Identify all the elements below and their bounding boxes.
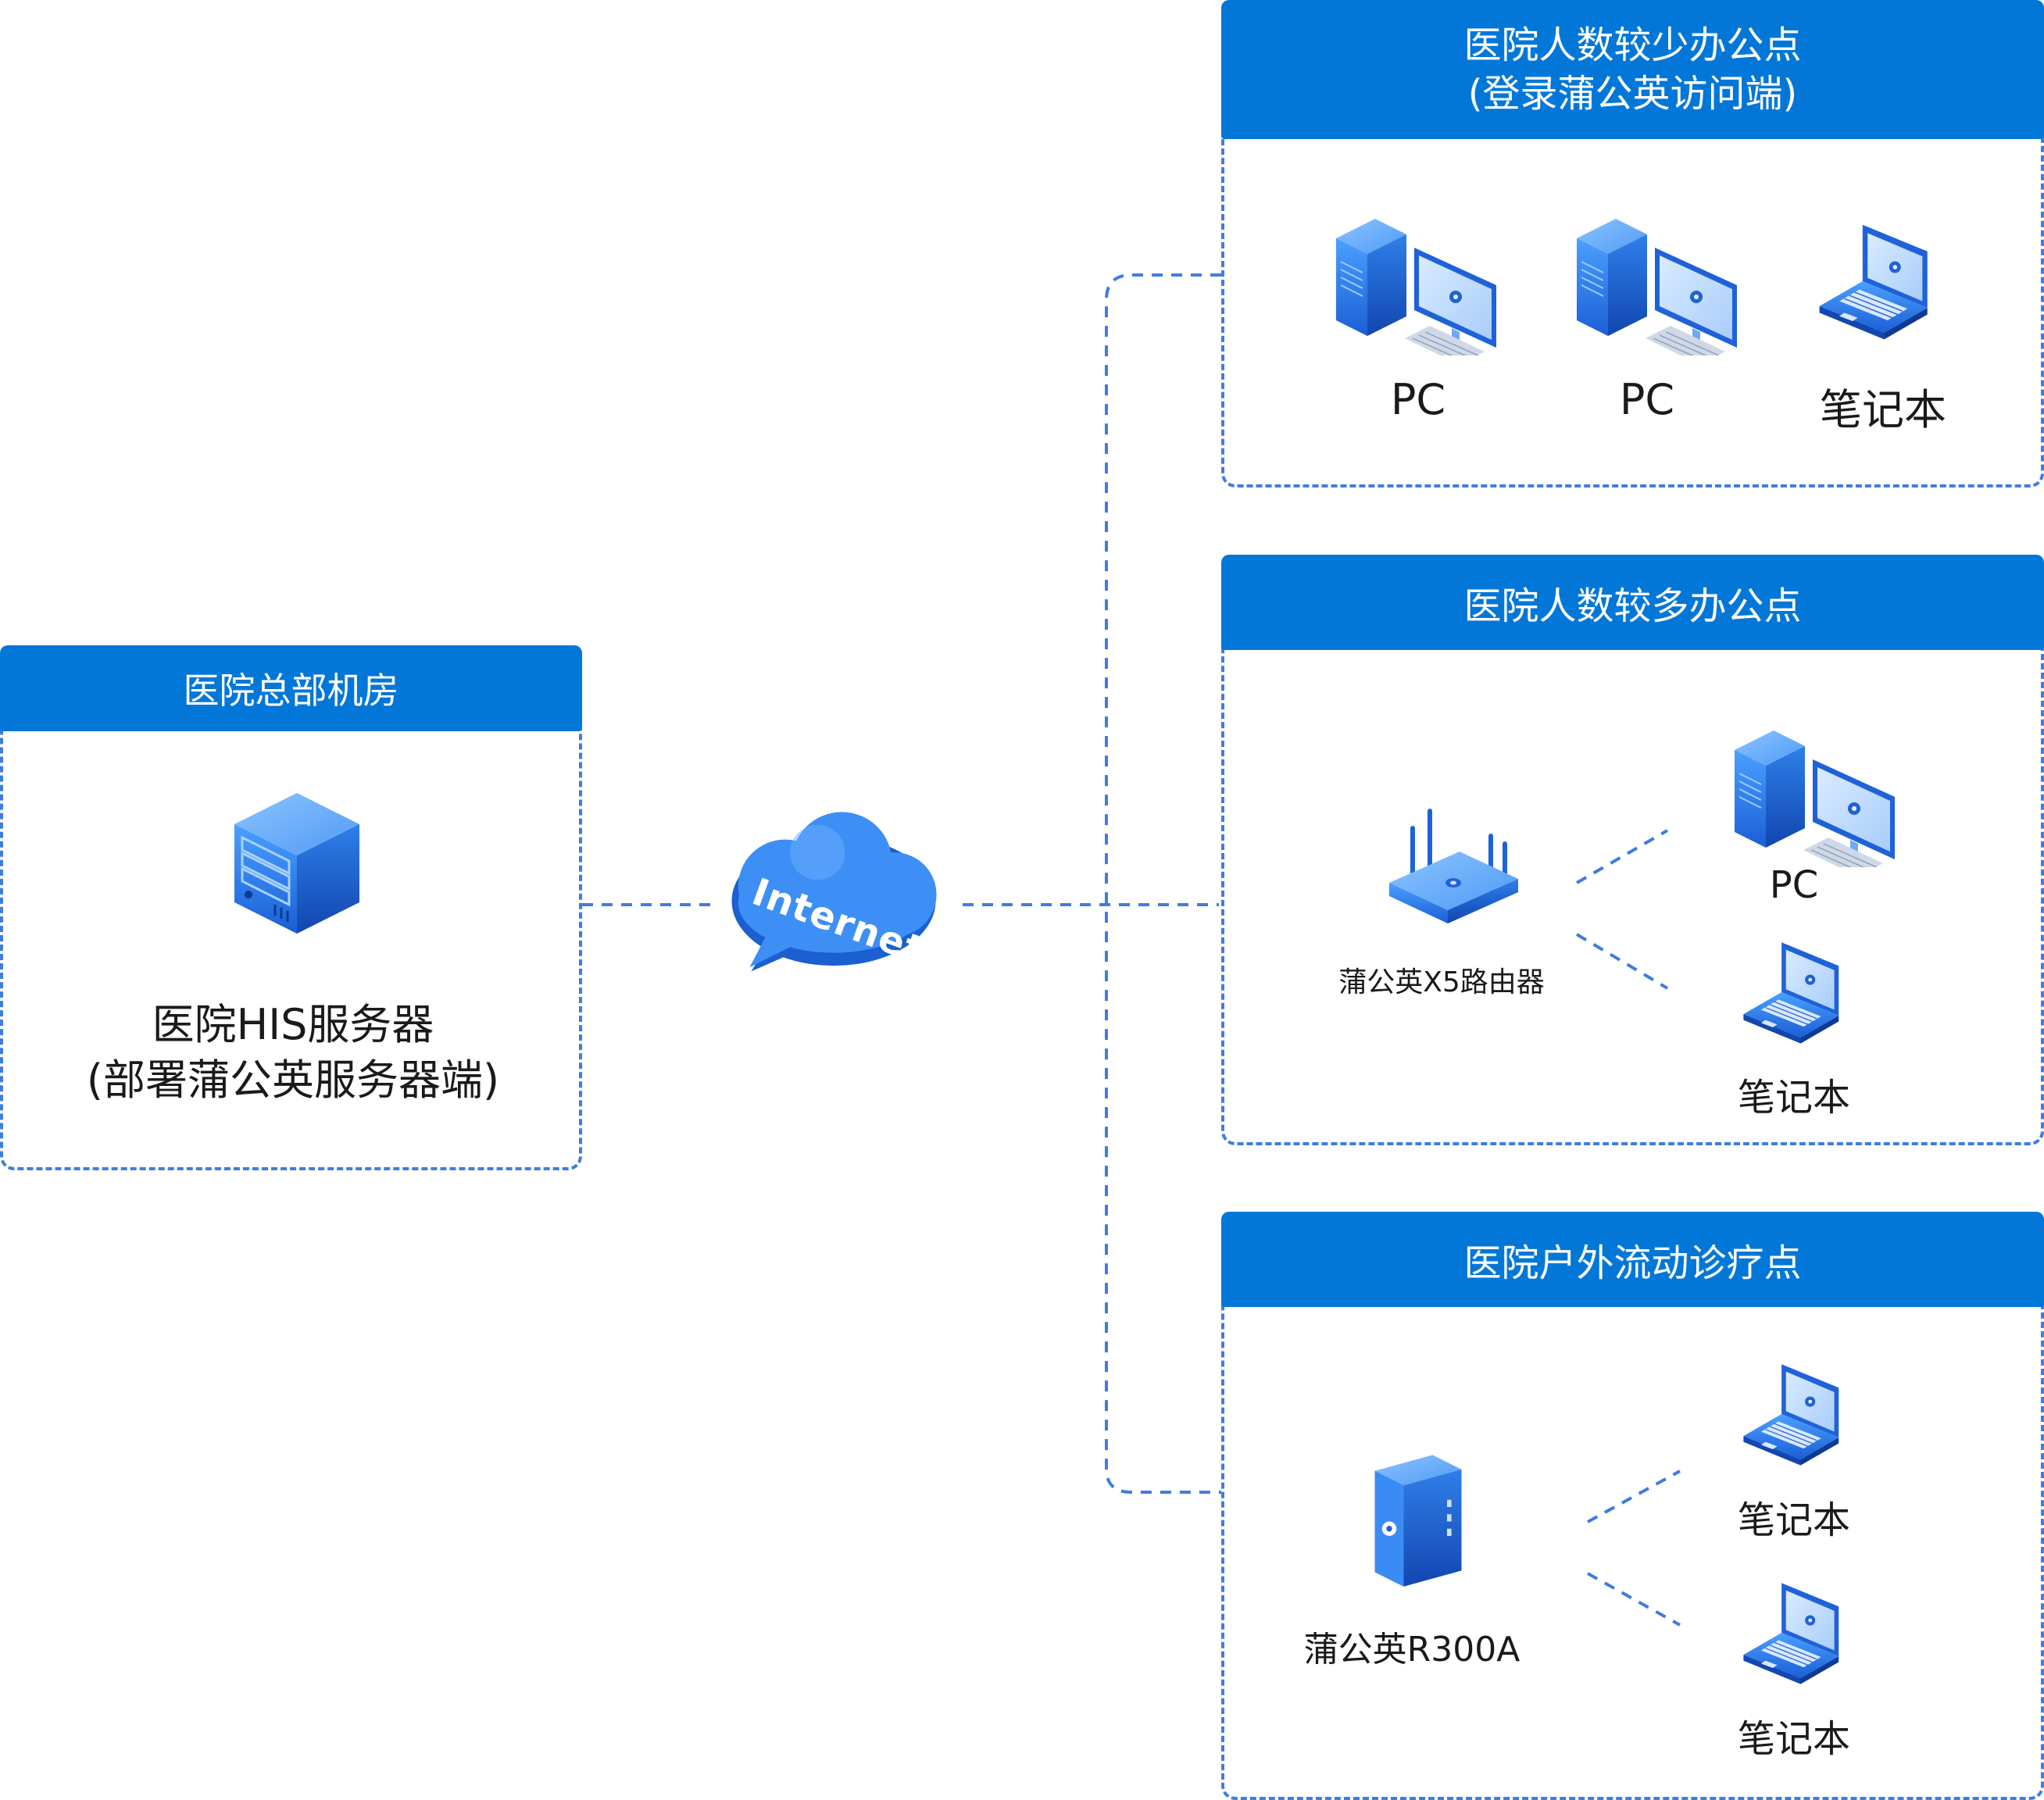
hq-title: 医院总部机房	[183, 670, 399, 712]
r300a-to-laptop2-line	[1587, 1572, 1681, 1627]
site-large-header: 医院人数较多办公点	[1221, 555, 2044, 650]
server-label-line1: 医院HIS服务器	[152, 1000, 434, 1049]
laptop-icon	[1736, 1574, 1853, 1691]
site-large-device-label: PC	[1769, 863, 1819, 907]
hq-panel: 医院总部机房	[0, 645, 582, 1170]
router-label: 蒲公英X5路由器	[1338, 966, 1545, 998]
site-small-device-label: PC	[1390, 375, 1446, 424]
site-small-title-line2: (登录蒲公英访问端)	[1467, 72, 1798, 116]
site-mobile-panel: 医院户外流动诊疗点	[1221, 1212, 2044, 1800]
r300a-label: 蒲公英R300A	[1303, 1630, 1520, 1670]
site-large-panel: 医院人数较多办公点	[1221, 555, 2044, 1145]
hq-panel-header: 医院总部机房	[0, 645, 582, 731]
laptop-icon	[1736, 934, 1853, 1051]
desktop-pc-icon	[1313, 199, 1500, 355]
site-mobile-device-label: 笔记本	[1737, 1498, 1851, 1542]
site-small-device-label: PC	[1619, 375, 1675, 424]
site-mobile-header: 医院户外流动诊疗点	[1221, 1212, 2044, 1307]
site-large-device-label: 笔记本	[1737, 1076, 1851, 1120]
site-large-title: 医院人数较多办公点	[1463, 584, 1802, 628]
site-small-header: 医院人数较少办公点 (登录蒲公英访问端)	[1221, 0, 2044, 139]
router-to-laptop-line	[1575, 933, 1669, 990]
laptop-icon	[1811, 215, 1944, 348]
site-small-panel: 医院人数较少办公点 (登录蒲公英访问端)	[1221, 0, 2044, 488]
trunk-line	[1105, 273, 1221, 1494]
router-to-pc-line	[1575, 829, 1669, 884]
site-mobile-device-label: 笔记本	[1737, 1717, 1851, 1761]
server-label-line2: (部署蒲公英服务器端)	[86, 1055, 500, 1105]
server-icon	[219, 781, 375, 938]
r300a-to-laptop1-line	[1587, 1470, 1681, 1523]
laptop-icon	[1736, 1355, 1853, 1473]
site-mobile-title: 医院户外流动诊疗点	[1463, 1241, 1802, 1285]
site-small-title-line1: 医院人数较少办公点	[1463, 23, 1802, 67]
desktop-pc-icon	[1553, 199, 1741, 355]
r300a-device-icon	[1367, 1449, 1469, 1594]
desktop-pc-icon	[1711, 711, 1899, 867]
router-icon	[1381, 805, 1522, 930]
site-small-device-label: 笔记本	[1820, 385, 1946, 434]
